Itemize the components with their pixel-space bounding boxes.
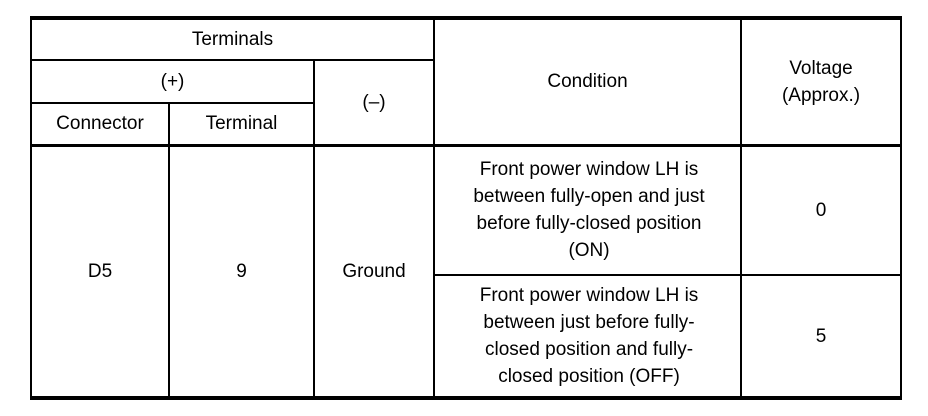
header-terminals: Terminals: [29, 17, 436, 61]
terminal-voltage-table: Terminals Condition Voltage (Approx.) (+…: [29, 16, 903, 400]
header-row-polarity: (+) (–): [30, 59, 901, 146]
header-terminal: Terminal: [168, 102, 315, 146]
cell-condition-on: Front power window LH is between fully-o…: [433, 143, 743, 276]
header-minus: (–): [312, 59, 436, 146]
cell-condition-off: Front power window LH is between just be…: [433, 274, 743, 399]
table-row: Front power window LH is between just be…: [31, 274, 903, 399]
table-row: D5 9 Ground Front power window LH is bet…: [30, 143, 903, 399]
cell-voltage-off: 5: [740, 274, 903, 399]
header-row-terminals: Terminals Condition Voltage (Approx.): [29, 17, 903, 146]
cell-voltage-on: 0: [740, 143, 903, 276]
header-plus: (+): [30, 59, 315, 104]
cell-ground: Ground: [312, 143, 436, 399]
header-condition: Condition: [433, 17, 743, 146]
cell-connector: D5: [30, 143, 170, 399]
header-row-connector-terminal: Connector Terminal: [30, 102, 901, 146]
header-voltage: Voltage (Approx.): [740, 17, 903, 146]
cell-terminal: 9: [168, 143, 315, 399]
header-connector: Connector: [30, 102, 170, 146]
